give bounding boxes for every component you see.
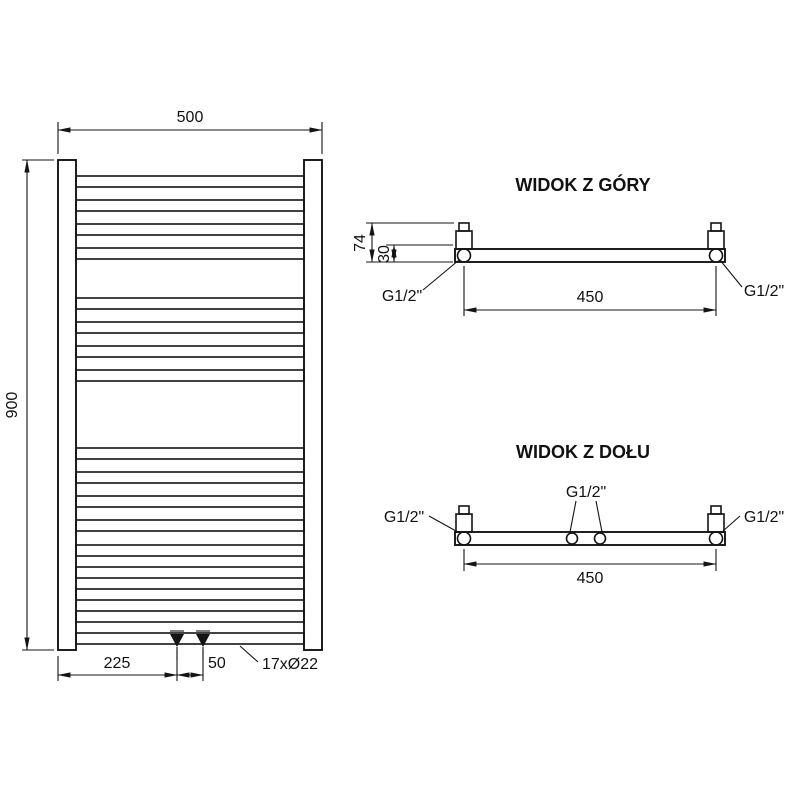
- front-width-dimension-label: 500: [177, 109, 204, 126]
- radiator-rung: [75, 175, 305, 188]
- top-view-title: WIDOK Z GÓRY: [515, 174, 650, 195]
- radiator-rung: [75, 471, 305, 484]
- radiator-rung: [75, 345, 305, 358]
- bottom-center-connection-label: G1/2": [566, 484, 606, 501]
- radiator-rung: [75, 495, 305, 508]
- top-right-connection-label: G1/2": [744, 283, 784, 300]
- top-view-left-fitting: [455, 222, 473, 250]
- depth-dimension-label: 74: [352, 234, 369, 252]
- top-span-dimension-label: 450: [577, 289, 604, 306]
- top-view-right-connection-callout: G1/2": [719, 259, 784, 300]
- bottom-view-left-fitting: [455, 505, 473, 533]
- valve-spacing-dimension-label: 50: [208, 655, 226, 672]
- top-view-axis-dimension: 30: [376, 244, 453, 263]
- top-left-connection-label: G1/2": [382, 288, 422, 305]
- bottom-view-bar: [454, 531, 726, 546]
- bottom-view-title: WIDOK Z DOŁU: [516, 442, 650, 462]
- front-width-dimension: 500: [57, 109, 323, 154]
- right-collector-tube: [303, 159, 323, 651]
- top-view: WIDOK Z GÓRY 74 30: [352, 174, 784, 316]
- radiator-rung: [75, 447, 305, 460]
- tube-count-callout: 17xØ22: [239, 645, 318, 673]
- radiator-rung: [75, 566, 305, 579]
- top-view-left-connection-callout: G1/2": [382, 259, 460, 305]
- top-view-bar: [454, 248, 726, 263]
- radiator-rung: [75, 369, 305, 382]
- radiator-rung: [75, 297, 305, 310]
- radiator-rung: [75, 223, 305, 236]
- bottom-view-right-fitting: [707, 505, 725, 533]
- bottom-span-dimension-label: 450: [577, 570, 604, 587]
- top-view-right-connection-circle: [708, 248, 724, 263]
- radiator-rung: [75, 610, 305, 623]
- radiator-rung: [75, 544, 305, 557]
- bottom-view: WIDOK Z DOŁU G1/2" G1/2": [384, 442, 784, 587]
- bottom-offset-dimension-label: 225: [104, 655, 131, 672]
- top-view-right-fitting: [707, 222, 725, 250]
- front-bottom-dimensions: 225 50: [57, 650, 226, 681]
- radiator-rung: [75, 199, 305, 212]
- bottom-view-center-connection-circle: [565, 532, 579, 545]
- top-view-depth-dimension: 74: [352, 222, 454, 263]
- bottom-view-span-dimension: 450: [463, 549, 717, 587]
- bottom-right-connection-label: G1/2": [744, 509, 784, 526]
- radiator-rung: [75, 632, 305, 645]
- bottom-view-right-connection-callout: G1/2": [722, 509, 784, 532]
- top-view-span-dimension: 450: [463, 266, 717, 316]
- bottom-view-center-connection-callout: G1/2": [566, 484, 606, 533]
- radiator-rung: [75, 321, 305, 334]
- tube-count-label: 17xØ22: [262, 656, 318, 673]
- bottom-view-left-connection-callout: G1/2": [384, 509, 457, 532]
- front-height-dimension-label: 900: [4, 392, 21, 419]
- axis-offset-dimension-label: 30: [376, 245, 393, 263]
- radiator-rung: [75, 519, 305, 532]
- front-view: 500 900 225 50 17xØ22: [4, 109, 323, 681]
- left-collector-tube: [57, 159, 77, 651]
- front-height-dimension: 900: [4, 159, 54, 651]
- radiator-rung: [75, 247, 305, 260]
- radiator-rung: [75, 588, 305, 601]
- top-view-left-connection-circle: [456, 248, 472, 263]
- radiator-rungs: [75, 175, 305, 645]
- bottom-left-connection-label: G1/2": [384, 509, 424, 526]
- bottom-view-center-connection-circle: [593, 532, 607, 545]
- bottom-view-right-connection-circle: [708, 531, 724, 546]
- bottom-view-left-connection-circle: [456, 531, 472, 546]
